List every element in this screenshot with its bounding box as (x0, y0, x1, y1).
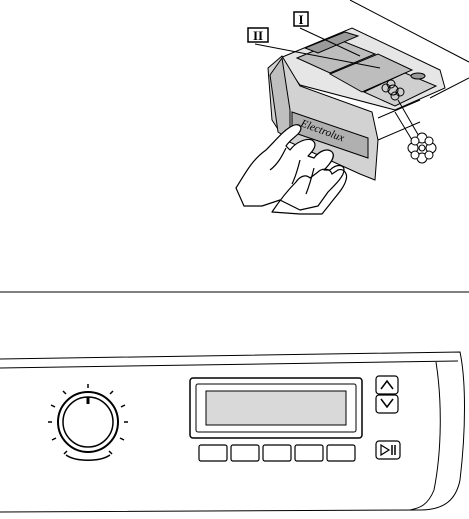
compartment-label-2-text: II (253, 28, 263, 43)
display-screen (206, 391, 346, 425)
option-button-4[interactable] (295, 445, 323, 461)
compartment-label-1-text: I (298, 12, 303, 27)
down-button[interactable] (376, 395, 398, 413)
program-selector-knob[interactable] (48, 384, 128, 460)
up-button[interactable] (376, 376, 398, 394)
compartment-label-2: II (248, 28, 268, 43)
option-button-1[interactable] (199, 445, 227, 461)
start-pause-button[interactable] (376, 441, 400, 459)
display (190, 378, 362, 438)
flower-icon (408, 133, 436, 163)
option-button-2[interactable] (231, 445, 259, 461)
option-button-5[interactable] (327, 445, 355, 461)
compartment-label-1: I (294, 12, 308, 27)
option-button-3[interactable] (263, 445, 291, 461)
option-buttons (199, 445, 355, 461)
